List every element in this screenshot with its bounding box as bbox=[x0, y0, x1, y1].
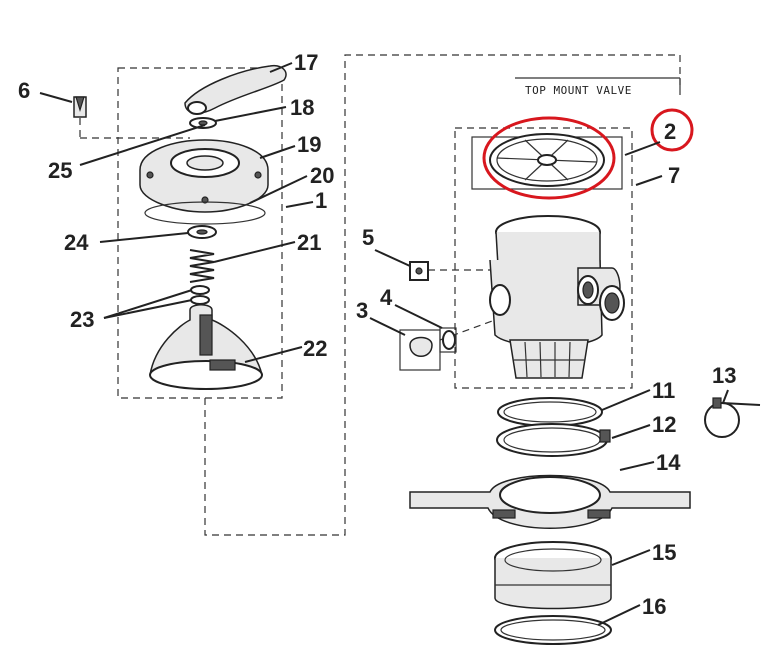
callout-14: 14 bbox=[656, 450, 681, 475]
callout-23: 23 bbox=[70, 307, 94, 332]
callout-17: 17 bbox=[294, 50, 318, 75]
lid-highlight bbox=[482, 108, 694, 200]
o-ring-16 bbox=[494, 615, 612, 645]
callout-11: 11 bbox=[652, 378, 675, 403]
callout-18: 18 bbox=[290, 95, 314, 120]
callout-4: 4 bbox=[380, 285, 393, 310]
callout-22: 22 bbox=[303, 336, 327, 361]
header-label: TOP MOUNT VALVE bbox=[525, 84, 632, 97]
callout-16: 16 bbox=[642, 594, 666, 619]
callout-1: 1 bbox=[315, 188, 327, 213]
valve-cover bbox=[139, 139, 269, 213]
lid bbox=[489, 133, 605, 187]
clamp-tie-13 bbox=[704, 397, 761, 438]
callout-13: 13 bbox=[712, 363, 736, 388]
handle-screw-washer bbox=[189, 117, 217, 129]
callout-24: 24 bbox=[64, 230, 89, 255]
drain-dashed-lead bbox=[439, 319, 496, 341]
o-ring-11 bbox=[497, 397, 603, 427]
callout-5: 5 bbox=[362, 225, 374, 250]
strainer-assembly-box bbox=[454, 127, 633, 389]
clamp-12 bbox=[496, 423, 611, 457]
drain-plug bbox=[409, 261, 429, 281]
cover-gasket bbox=[144, 201, 266, 225]
callout-19: 19 bbox=[297, 132, 321, 157]
callout-15: 15 bbox=[652, 540, 676, 565]
callout-21: 21 bbox=[297, 230, 321, 255]
callout-labels: 6 17 18 25 19 20 1 24 21 23 22 5 4 3 2 7… bbox=[18, 50, 736, 619]
top-mount-valve-header: TOP MOUNT VALVE bbox=[515, 77, 681, 97]
connector-dashed-path bbox=[204, 54, 681, 536]
screw-part bbox=[73, 96, 87, 118]
base-mount-14 bbox=[409, 474, 691, 529]
shaft-washer bbox=[187, 225, 217, 239]
part-2-highlight-circle bbox=[650, 108, 694, 152]
callout-12: 12 bbox=[652, 412, 676, 437]
lid-highlight-circle bbox=[482, 116, 616, 200]
strainer-body bbox=[489, 215, 625, 379]
union-15 bbox=[494, 541, 612, 610]
callout-25: 25 bbox=[48, 158, 72, 183]
drain-fitting bbox=[399, 327, 457, 371]
rotor-diverter bbox=[149, 304, 263, 390]
spring bbox=[189, 249, 215, 283]
callout-20: 20 bbox=[310, 163, 334, 188]
assembly-outlines bbox=[79, 54, 681, 536]
o-ring-washers bbox=[190, 285, 210, 305]
leader-lines bbox=[39, 62, 729, 626]
handle bbox=[184, 64, 287, 115]
valve-assembly-box bbox=[117, 67, 283, 399]
callout-3: 3 bbox=[356, 298, 368, 323]
callout-2: 2 bbox=[664, 119, 676, 144]
callout-7: 7 bbox=[668, 163, 680, 188]
callout-6: 6 bbox=[18, 78, 30, 103]
